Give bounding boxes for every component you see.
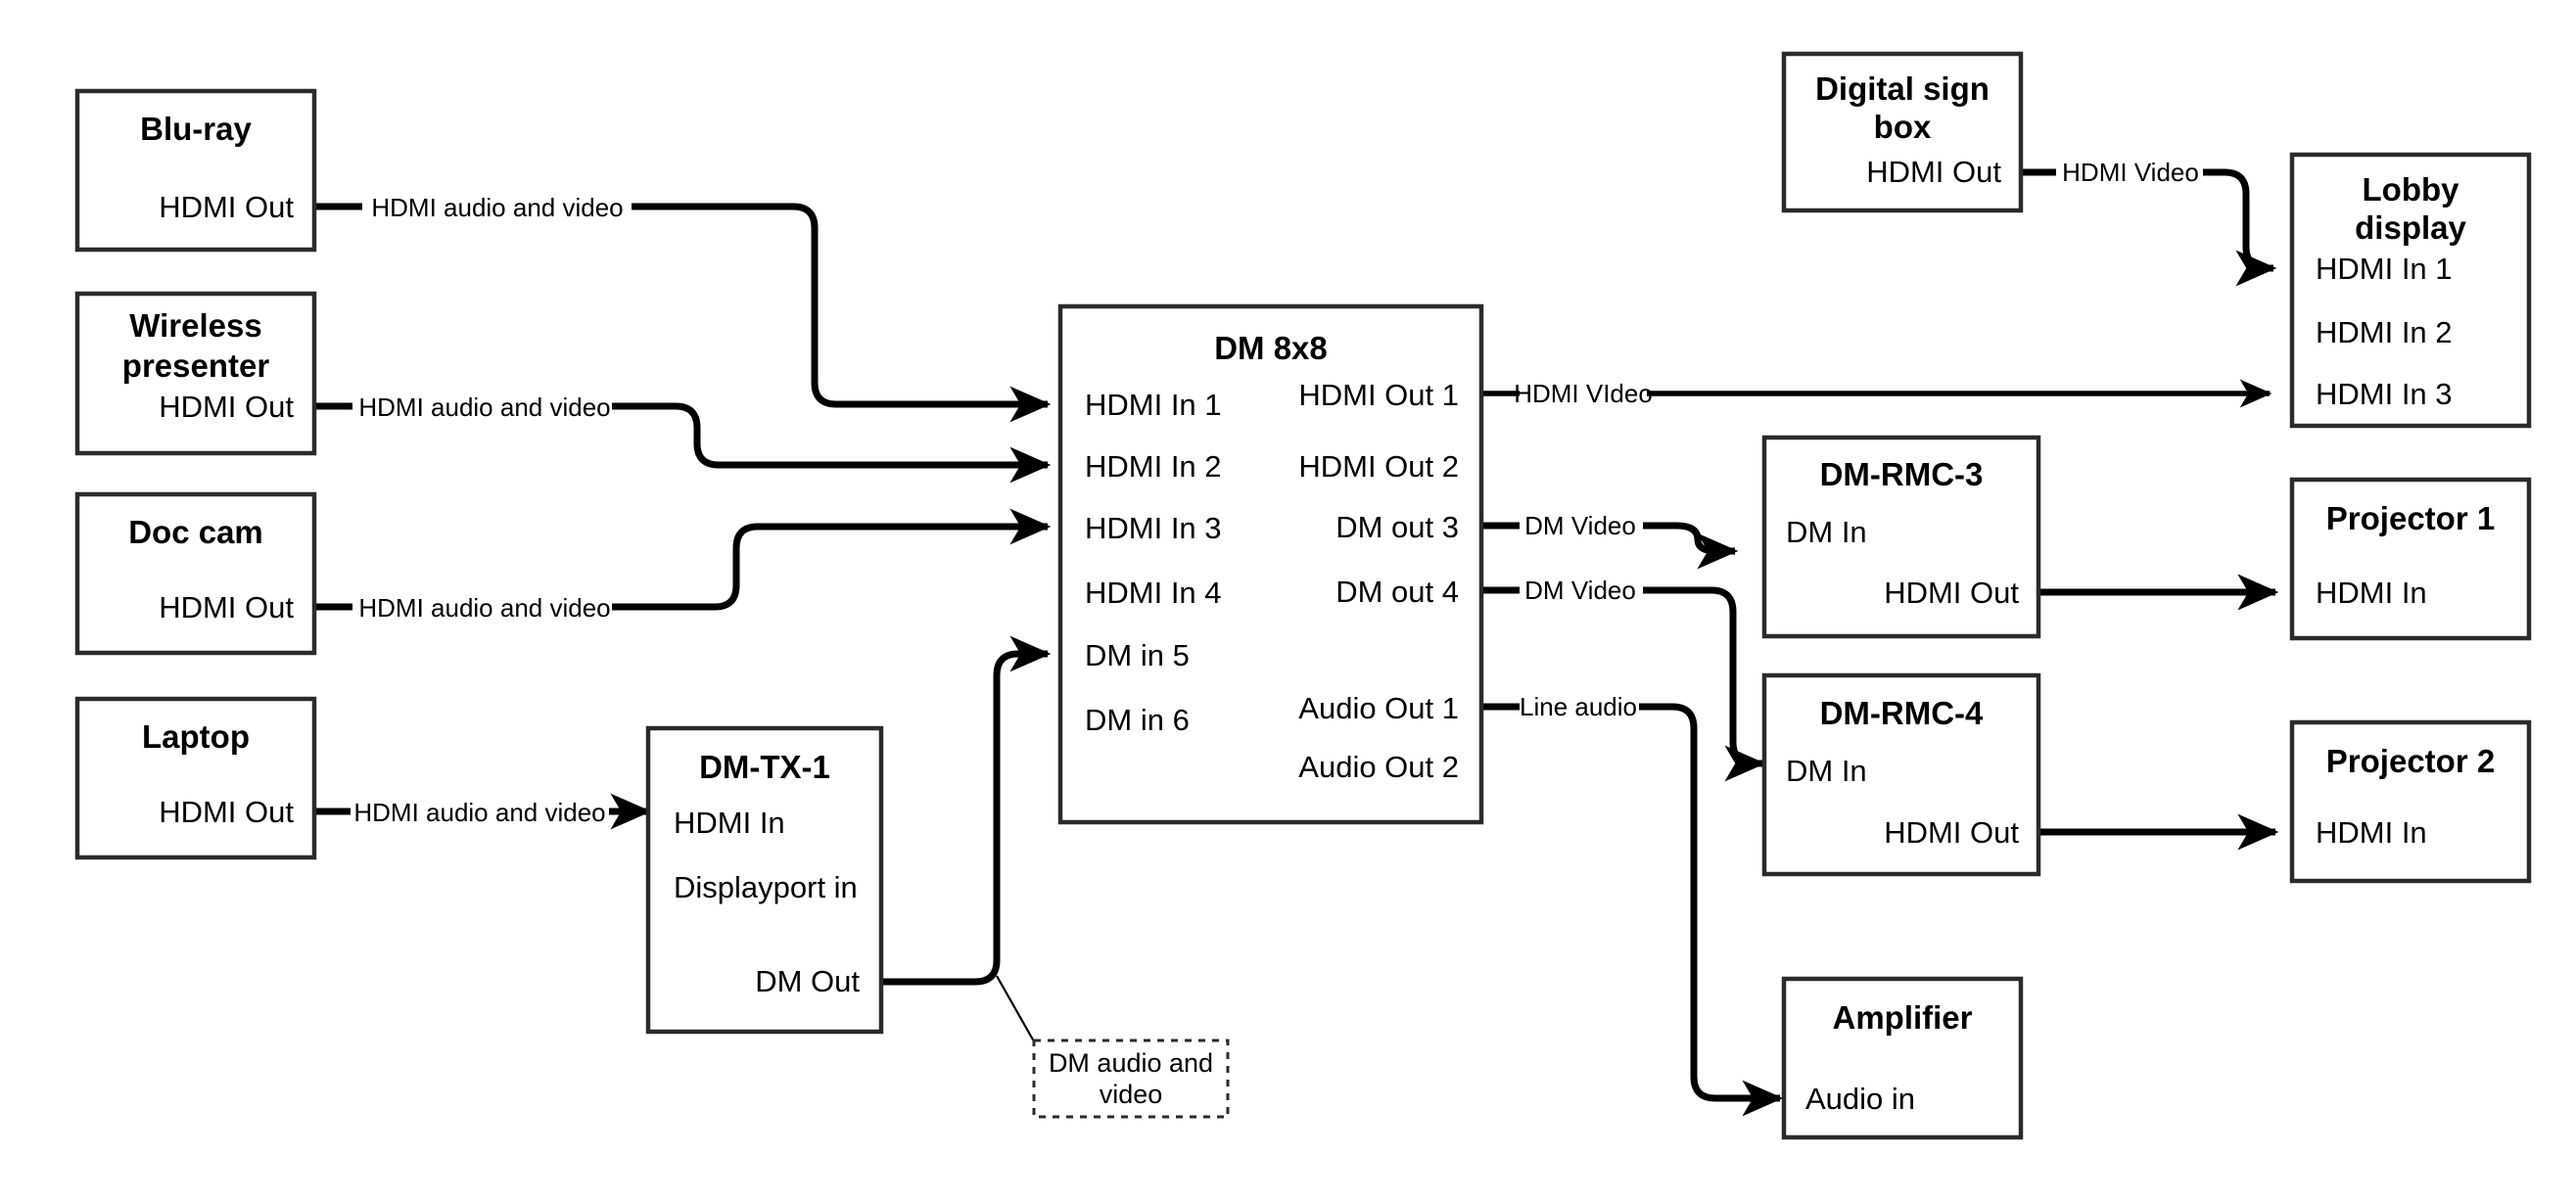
port-rmc4-hdmi-out: HDMI Out: [1884, 815, 2019, 850]
cable-dm8x8-to-amplifier: Line audio: [1481, 692, 1784, 1117]
device-amplifier[interactable]: Amplifier Audio in: [1781, 976, 2024, 1140]
port-wireless-hdmi-out: HDMI Out: [159, 390, 294, 424]
port-dm8x8-dm-out-3: DM out 3: [1335, 510, 1459, 544]
port-amplifier-audio-in: Audio in: [1805, 1082, 1915, 1116]
port-dmtx1-hdmi-in: HDMI In: [674, 806, 785, 840]
cable-label-dm-to-rmc3: DM Video: [1524, 511, 1636, 540]
cable-label-dm-to-lobby: HDMI VIdeo: [1514, 379, 1653, 408]
port-projector1-hdmi-in: HDMI In: [2316, 576, 2427, 610]
cable-dmtx1-to-dm8x8: [881, 635, 1052, 1042]
port-dm8x8-hdmi-in-3: HDMI In 3: [1085, 511, 1222, 545]
port-sign-hdmi-out: HDMI Out: [1866, 155, 2001, 189]
device-title-bluray: Blu-ray: [140, 111, 252, 147]
cable-label-laptop: HDMI audio and video: [353, 798, 605, 827]
device-title-dmtx1: DM-TX-1: [699, 749, 830, 785]
port-rmc3-dm-in: DM In: [1786, 515, 1867, 549]
device-title-dm8x8: DM 8x8: [1214, 330, 1328, 366]
cable-dm8x8-to-rmc4: DM Video: [1481, 576, 1766, 782]
device-dm-rmc-4[interactable]: DM-RMC-4 DM In HDMI Out: [1761, 672, 2041, 877]
device-title-lobby-line2: display: [2355, 209, 2466, 246]
device-title-rmc4: DM-RMC-4: [1820, 695, 1984, 731]
device-title-laptop: Laptop: [142, 718, 250, 755]
port-rmc3-hdmi-out: HDMI Out: [1884, 576, 2019, 610]
port-dm8x8-dm-out-4: DM out 4: [1335, 575, 1459, 609]
callout-text-line1: DM audio and: [1049, 1048, 1213, 1078]
device-title-doccam: Doc cam: [128, 514, 263, 550]
cable-label-doccam: HDMI audio and video: [358, 593, 610, 623]
device-title-projector2: Projector 2: [2326, 743, 2495, 779]
device-title-amplifier: Amplifier: [1832, 999, 1972, 1036]
port-dm8x8-hdmi-in-1: HDMI In 1: [1085, 388, 1222, 422]
port-dm8x8-hdmi-in-2: HDMI In 2: [1085, 449, 1222, 484]
device-lobby-display[interactable]: Lobby display HDMI In 1 HDMI In 2 HDMI I…: [2289, 152, 2532, 429]
cable-label-sign-to-lobby: HDMI Video: [2062, 158, 2199, 187]
cable-sign-to-lobby: HDMI Video: [2021, 158, 2277, 287]
port-dm8x8-dm-in-6: DM in 6: [1085, 703, 1190, 737]
port-dm8x8-audio-out-1: Audio Out 1: [1298, 691, 1459, 725]
device-title-rmc3: DM-RMC-3: [1820, 456, 1984, 492]
cable-doccam-to-dm8x8: HDMI audio and video: [314, 508, 1052, 623]
cable-label-dm-to-amp: Line audio: [1520, 692, 1637, 721]
device-title-sign-line2: box: [1874, 109, 1932, 145]
port-dmtx1-dm-out: DM Out: [755, 964, 860, 998]
cable-label-bluray: HDMI audio and video: [371, 193, 623, 222]
device-wireless-presenter[interactable]: Wireless presenter HDMI Out: [74, 291, 317, 456]
port-rmc4-dm-in: DM In: [1786, 754, 1867, 788]
device-title-projector1: Projector 1: [2326, 500, 2495, 536]
port-dm8x8-dm-in-5: DM in 5: [1085, 638, 1190, 672]
device-title-wireless-line2: presenter: [122, 347, 270, 384]
cable-dm8x8-to-rmc3: DM Video: [1481, 511, 1739, 570]
device-dm-8x8[interactable]: DM 8x8 HDMI In 1 HDMI In 2 HDMI In 3 HDM…: [1057, 303, 1484, 825]
device-doc-cam[interactable]: Doc cam HDMI Out: [74, 491, 317, 656]
cable-dm8x8-to-lobby: HDMI VIdeo: [1481, 379, 2272, 408]
port-lobby-hdmi-in-3: HDMI In 3: [2316, 377, 2453, 411]
device-title-wireless-line1: Wireless: [129, 307, 261, 344]
port-dm8x8-hdmi-in-4: HDMI In 4: [1085, 576, 1222, 610]
device-laptop[interactable]: Laptop HDMI Out: [74, 696, 317, 860]
callout-text-line2: video: [1100, 1080, 1163, 1109]
port-dm8x8-hdmi-out-2: HDMI Out 2: [1298, 449, 1459, 484]
port-lobby-hdmi-in-1: HDMI In 1: [2316, 252, 2453, 286]
cable-bluray-to-dm8x8: HDMI audio and video: [314, 193, 1052, 423]
port-lobby-hdmi-in-2: HDMI In 2: [2316, 315, 2453, 349]
port-projector2-hdmi-in: HDMI In: [2316, 815, 2427, 850]
port-doccam-hdmi-out: HDMI Out: [159, 590, 294, 624]
cable-label-wireless: HDMI audio and video: [358, 393, 610, 422]
port-dmtx1-displayport-in: Displayport in: [674, 870, 858, 904]
cable-label-dm-to-rmc4: DM Video: [1524, 576, 1636, 605]
port-laptop-hdmi-out: HDMI Out: [159, 795, 294, 829]
device-bluray[interactable]: Blu-ray HDMI Out: [74, 88, 317, 253]
port-dm8x8-audio-out-2: Audio Out 2: [1298, 750, 1459, 784]
device-title-lobby-line1: Lobby: [2363, 171, 2460, 208]
device-dm-tx-1[interactable]: DM-TX-1 HDMI In Displayport in DM Out: [645, 725, 884, 1035]
device-title-sign-line1: Digital sign: [1815, 70, 1990, 107]
device-digital-sign-box[interactable]: Digital sign box HDMI Out: [1781, 51, 2024, 213]
device-projector-2[interactable]: Projector 2 HDMI In: [2289, 719, 2532, 884]
device-projector-1[interactable]: Projector 1 HDMI In: [2289, 477, 2532, 641]
port-bluray-hdmi-out: HDMI Out: [159, 190, 294, 224]
device-dm-rmc-3[interactable]: DM-RMC-3 DM In HDMI Out: [1761, 435, 2041, 639]
cable-laptop-to-dmtx1: HDMI audio and video: [314, 793, 652, 830]
callout-dm-audio-and-video: DM audio and video: [1032, 1039, 1230, 1119]
cable-wireless-to-dm8x8: HDMI audio and video: [314, 393, 1052, 484]
port-dm8x8-hdmi-out-1: HDMI Out 1: [1298, 378, 1459, 412]
